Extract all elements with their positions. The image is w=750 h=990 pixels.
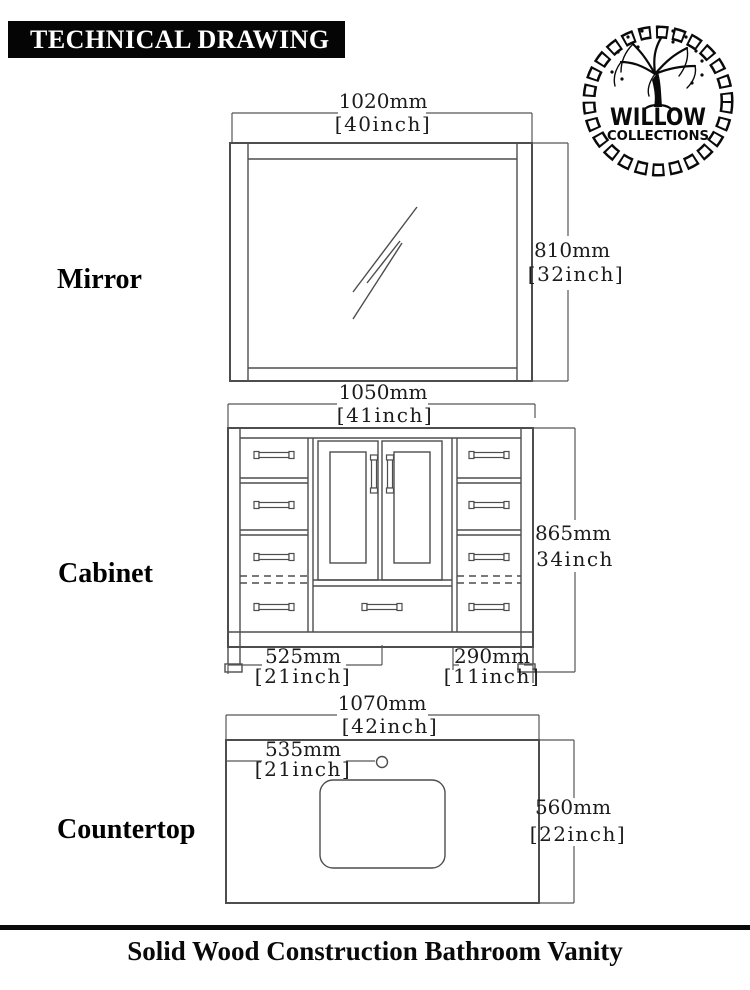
countertop-width-mm: 1070mm	[338, 691, 427, 715]
drawer-handle	[468, 500, 510, 510]
drawer-handle	[253, 602, 295, 612]
faucet-hole	[375, 755, 389, 769]
cabinet-outline	[227, 427, 534, 648]
mirror-height-mm: 810mm	[534, 238, 610, 262]
mirror-height-inch: [32inch]	[528, 262, 624, 286]
cabinet-right-span-dimension: 290mm [11inch]	[444, 644, 540, 688]
countertop-section-label: Countertop	[57, 814, 196, 845]
cabinet-height-dimension: 865mm 34inch	[533, 427, 614, 673]
drawer-handle	[253, 500, 295, 510]
cabinet-height-inch: 34inch	[536, 547, 614, 571]
cabinet-doors	[317, 440, 443, 581]
drawer-handle	[361, 602, 403, 612]
countertop-width-dimension: 1070mm [42inch]	[225, 691, 540, 740]
willow-tree-icon	[610, 25, 704, 110]
logo-brand-text: WILLOW	[610, 103, 706, 131]
sink-cutout	[319, 779, 446, 869]
willow-collections-logo: WILLOW COLLECTIONS	[582, 25, 734, 177]
cabinet-drawers-right	[457, 450, 521, 612]
countertop-sink-center-inch: [21inch]	[255, 757, 351, 781]
cabinet-height-mm: 865mm	[535, 521, 611, 545]
mirror-width-inch: [40inch]	[335, 112, 431, 136]
cabinet-drawers-left	[240, 450, 308, 612]
drawer-handle	[468, 450, 510, 460]
mirror-drawing: 1020mm [40inch] 810mm [32inch]	[229, 89, 624, 382]
drawer-handle	[253, 450, 295, 460]
cabinet-left-span-mm: 525mm	[265, 644, 341, 668]
mirror-section-label: Mirror	[57, 264, 142, 295]
footer-caption: Solid Wood Construction Bathroom Vanity	[127, 936, 623, 966]
cabinet-width-dimension: 1050mm [41inch]	[227, 380, 536, 428]
footer-divider	[0, 925, 750, 930]
cabinet-left-span-dimension: 525mm [21inch]	[227, 644, 383, 688]
door-handle	[369, 454, 379, 494]
mirror-width-mm: 1020mm	[339, 89, 428, 113]
mirror-outline	[229, 142, 533, 382]
page-title: TECHNICAL DRAWING	[30, 24, 330, 54]
cabinet-left-span-inch: [21inch]	[255, 664, 351, 688]
countertop-sink-center-dimension: 535mm [21inch]	[226, 737, 389, 781]
drawer-handle	[468, 552, 510, 562]
door-handle	[385, 454, 395, 494]
mirror-height-dimension: 810mm [32inch]	[528, 142, 624, 382]
rope-ring-icon	[582, 25, 734, 177]
mirror-width-dimension: 1020mm [40inch]	[231, 89, 533, 143]
countertop-depth-inch: [22inch]	[530, 822, 626, 846]
cabinet-right-span-inch: [11inch]	[444, 664, 540, 688]
cabinet-right-span-mm: 290mm	[454, 644, 530, 668]
countertop-depth-dimension: 560mm [22inch]	[530, 739, 626, 904]
countertop-sink-center-mm: 535mm	[265, 737, 341, 761]
countertop-drawing: 1070mm [42inch] 535mm [21inch] 560mm [22…	[225, 691, 626, 904]
mirror-reflection-lines	[352, 206, 418, 320]
countertop-width-inch: [42inch]	[342, 714, 438, 738]
logo-sub-text: COLLECTIONS	[607, 129, 709, 144]
drawer-handle	[468, 602, 510, 612]
cabinet-drawing: 1050mm [41inch]	[224, 380, 614, 688]
drawer-handle	[253, 552, 295, 562]
cabinet-bottom-drawer	[313, 579, 452, 612]
cabinet-width-mm: 1050mm	[339, 380, 428, 404]
cabinet-legs	[224, 647, 536, 673]
cabinet-width-inch: [41inch]	[337, 403, 433, 427]
countertop-outline	[225, 739, 540, 904]
header-bar: TECHNICAL DRAWING	[8, 21, 345, 58]
countertop-depth-mm: 560mm	[535, 795, 611, 819]
cabinet-section-label: Cabinet	[58, 558, 153, 589]
